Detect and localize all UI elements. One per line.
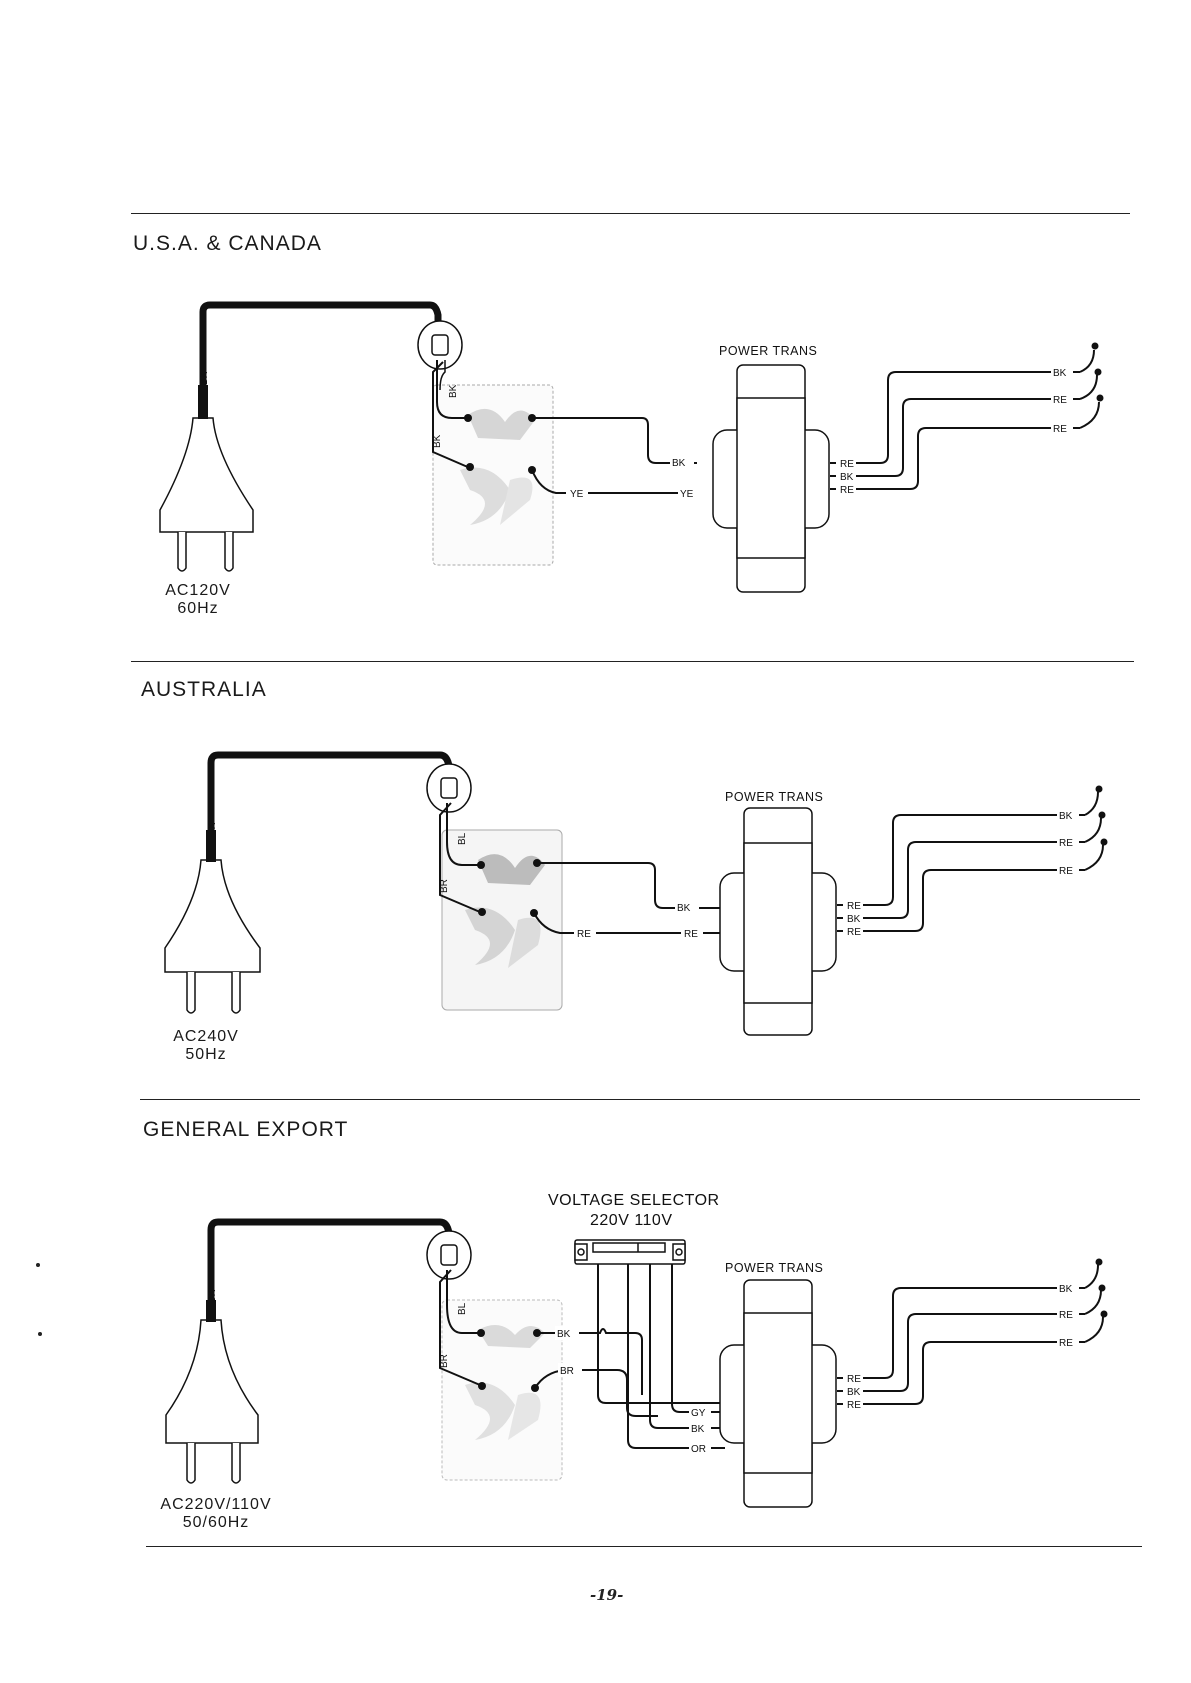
scan-speck xyxy=(36,1263,40,1267)
primary-wire-label-2: RE xyxy=(577,929,591,940)
voltage-selector-positions: 220V 110V xyxy=(590,1212,673,1229)
voltage-label: AC120V xyxy=(148,582,248,600)
output-wire-label-3: RE xyxy=(1053,424,1067,435)
voltage-label: AC220V/110V xyxy=(146,1496,286,1514)
transformer-label: POWER TRANS xyxy=(725,790,823,804)
ac-plug xyxy=(160,418,253,571)
ac-plug xyxy=(165,860,260,1013)
frequency-label: 50/60Hz xyxy=(146,1514,286,1532)
voltage-rating-australia: AC240V 50Hz xyxy=(156,1028,256,1064)
secondary-wire-label-2: BK xyxy=(847,1387,861,1398)
primary-wire-label-1: BK xyxy=(672,458,686,469)
primary-wire-label-1: BK xyxy=(677,903,691,914)
secondary-wire-label-2: BK xyxy=(840,472,854,483)
output-wire-label-3: RE xyxy=(1059,1338,1073,1349)
frequency-label: 60Hz xyxy=(148,600,248,618)
power-transformer xyxy=(713,365,829,592)
transformer-label: POWER TRANS xyxy=(725,1261,823,1275)
voltage-rating-usa-canada: AC120V 60Hz xyxy=(148,582,248,618)
switch-out-label-1: BK xyxy=(557,1329,571,1340)
voltage-label: AC240V xyxy=(156,1028,256,1046)
output-wire-label-1: BK xyxy=(1059,1284,1073,1295)
primary-wire-label-2: BK xyxy=(691,1424,705,1435)
section-divider xyxy=(131,661,1134,662)
section-title-general-export: GENERAL EXPORT xyxy=(143,1118,348,1142)
voltage-selector-label: VOLTAGE SELECTOR xyxy=(548,1192,720,1209)
output-wire-label-1: BK xyxy=(1053,368,1067,379)
power-cord xyxy=(211,1222,449,1300)
section-divider xyxy=(131,213,1130,214)
wiring-diagram-usa-canada: BK BK BK BK YE xyxy=(0,280,1191,680)
switch-wire-label-1: BL xyxy=(457,832,468,845)
output-wire-label-2: RE xyxy=(1059,838,1073,849)
secondary-wire-label-3: RE xyxy=(840,485,854,496)
power-cord xyxy=(211,755,449,860)
voltage-selector xyxy=(575,1240,685,1264)
ac-plug xyxy=(166,1320,258,1483)
scan-speck xyxy=(38,1332,42,1336)
section-title-usa-canada: U.S.A. & CANADA xyxy=(133,232,322,256)
section-title-australia: AUSTRALIA xyxy=(141,678,267,702)
cord-color-label: BK xyxy=(199,371,210,385)
page-bottom-rule xyxy=(146,1546,1142,1547)
switch-out-label-2: BR xyxy=(560,1366,574,1377)
output-wire-label-2: RE xyxy=(1059,1310,1073,1321)
secondary-wire-label-3: RE xyxy=(847,1400,861,1411)
switch-wire-label-2: BR xyxy=(439,879,450,893)
secondary-wire-label-2: BK xyxy=(847,914,861,925)
secondary-wire-label-1: RE xyxy=(847,901,861,912)
switch-wire-label-2: BR xyxy=(439,1354,450,1368)
frequency-label: 50Hz xyxy=(156,1046,256,1064)
power-cord xyxy=(203,305,438,418)
switch-wire-label-1: BK xyxy=(448,384,459,398)
secondary-wire-label-3: RE xyxy=(847,927,861,938)
secondary-wire-label-1: RE xyxy=(840,459,854,470)
primary-wire-label-3: OR xyxy=(691,1444,706,1455)
primary-wire-label-2b: RE xyxy=(684,929,698,940)
page-number: -19- xyxy=(590,1586,623,1604)
cord-grommet xyxy=(418,321,462,369)
wiring-diagram-general-export: BK BL BR BK BR VOLTAGE SELECTOR 220V xyxy=(0,1175,1191,1615)
output-wire-label-1: BK xyxy=(1059,811,1073,822)
primary-wire-label-2: YE xyxy=(570,489,584,500)
secondary-wire-label-1: RE xyxy=(847,1374,861,1385)
section-divider xyxy=(140,1099,1140,1100)
primary-wire-label-1: GY xyxy=(691,1408,706,1419)
switch-wire-label-1: BL xyxy=(457,1302,468,1315)
output-wire-label-3: RE xyxy=(1059,866,1073,877)
switch-wire-label-2: BK xyxy=(432,434,443,448)
power-transformer xyxy=(720,808,836,1035)
transformer-label: POWER TRANS xyxy=(719,344,817,358)
voltage-rating-general-export: AC220V/110V 50/60Hz xyxy=(146,1496,286,1532)
output-wire-label-2: RE xyxy=(1053,395,1067,406)
power-transformer xyxy=(720,1280,836,1507)
primary-wire-label-2b: YE xyxy=(680,489,694,500)
